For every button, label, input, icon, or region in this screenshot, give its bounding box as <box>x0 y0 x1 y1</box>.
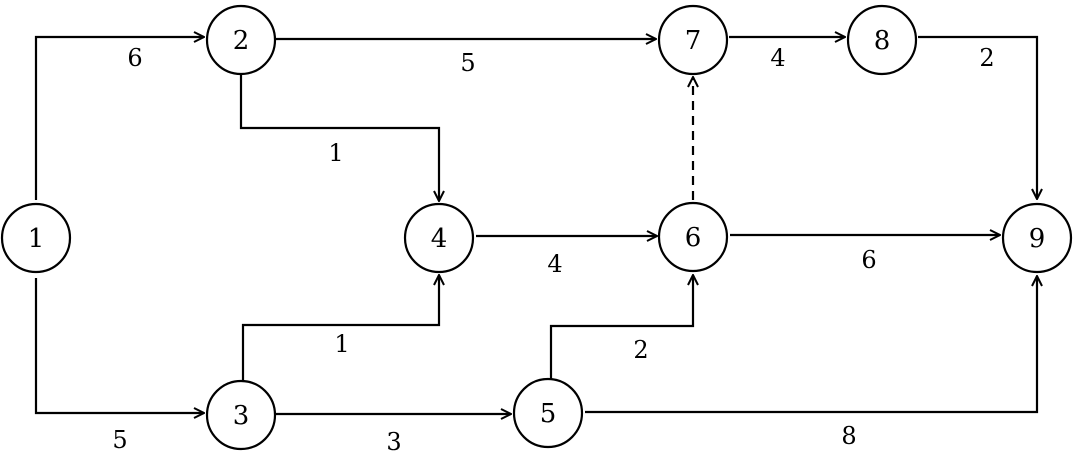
edge-label-3-5: 3 <box>386 428 401 456</box>
node-label-7: 7 <box>685 26 702 56</box>
node-label-9: 9 <box>1029 224 1046 254</box>
node-3: 3 <box>205 379 277 451</box>
edge-label-6-9: 6 <box>861 246 876 274</box>
node-label-5: 5 <box>540 399 557 429</box>
edge-5-9 <box>585 276 1037 414</box>
edge-label-2-7: 5 <box>460 49 475 77</box>
edge-label-2-4: 1 <box>328 139 343 167</box>
nodes: 1 2 3 4 5 6 7 8 <box>0 4 1073 451</box>
node-5: 5 <box>512 377 584 449</box>
edges <box>34 35 1037 414</box>
node-label-8: 8 <box>874 26 891 56</box>
edge-1-3 <box>34 278 204 413</box>
node-label-4: 4 <box>431 224 448 254</box>
edge-label-3-4: 1 <box>334 330 349 358</box>
edge-5-6 <box>549 275 693 379</box>
edge-2-4 <box>239 75 439 201</box>
edge-8-9 <box>918 35 1037 199</box>
node-7: 7 <box>657 4 729 76</box>
edge-label-5-6: 2 <box>633 336 648 364</box>
edge-label-1-2: 6 <box>127 44 142 72</box>
edge-label-8-9: 2 <box>979 44 994 72</box>
node-2: 2 <box>205 4 277 76</box>
edge-label-7-8: 4 <box>770 44 785 72</box>
node-9: 9 <box>1001 202 1073 274</box>
node-6: 6 <box>657 201 729 273</box>
node-label-6: 6 <box>685 223 702 253</box>
node-1: 1 <box>0 202 72 274</box>
node-label-2: 2 <box>233 26 250 56</box>
edge-label-4-6: 4 <box>547 250 562 278</box>
edge-label-5-9: 8 <box>841 422 856 450</box>
node-label-1: 1 <box>28 224 45 254</box>
edge-labels: 6 5 5 1 1 3 4 2 8 6 4 2 <box>112 44 994 456</box>
edge-3-4 <box>241 275 439 380</box>
edge-1-2 <box>34 37 204 200</box>
node-8: 8 <box>846 4 918 76</box>
node-label-3: 3 <box>233 401 250 431</box>
node-4: 4 <box>403 202 475 274</box>
edge-label-1-3: 5 <box>112 426 127 454</box>
